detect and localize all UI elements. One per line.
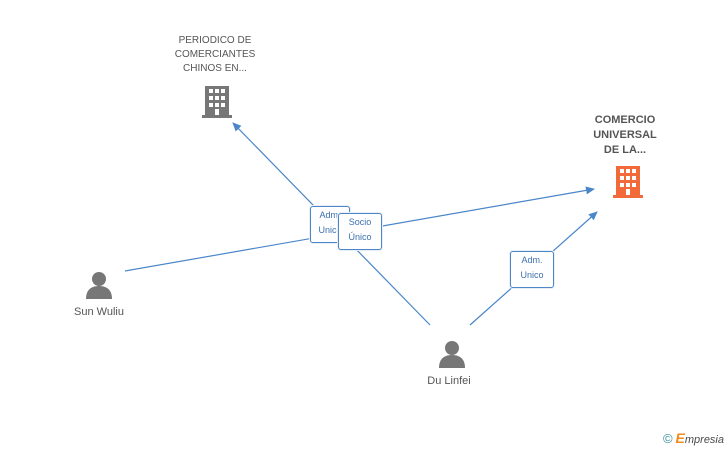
edge-label-line: Adm. [521,255,543,265]
footer-brand: © Empresia [663,430,724,446]
brand-logo-text: mpresia [684,434,724,446]
company-label-line: COMERCIANTES [174,49,256,60]
company-label-periodico[interactable]: PERIODICO DE COMERCIANTES CHINOS EN... [160,34,270,76]
company-label-line: PERIODICO DE [178,35,252,46]
building-icon[interactable] [613,166,643,198]
edge-label-line: Adm. [319,210,341,220]
person-label-sun-wuliu[interactable]: Sun Wuliu [74,306,124,318]
company-label-line: DE LA... [603,144,647,156]
person-icon[interactable] [86,272,112,299]
company-label-comercio[interactable]: COMERCIO UNIVERSAL DE LA... [570,113,680,158]
person-icon[interactable] [439,341,465,368]
copyright-icon: © [662,430,673,446]
company-label-line: UNIVERSAL [593,129,657,141]
brand-logo[interactable]: Empresia [676,430,724,446]
company-label-line: CHINOS EN... [183,63,247,74]
person-label-du-linfei[interactable]: Du Linfei [427,375,471,387]
edge-label-line: Unico [318,225,342,235]
edge-label-line: Socio [348,217,372,227]
edge-label-line: Unico [520,270,544,280]
building-icon[interactable] [202,86,232,118]
edge-label-socio-unico: Socio Único [338,213,382,250]
brand-logo-initial: E [675,430,685,446]
edge-label-adm-unico: Adm. Unico [510,251,554,288]
company-label-line: COMERCIO [594,114,656,126]
edge-label-line: Único [348,232,372,242]
